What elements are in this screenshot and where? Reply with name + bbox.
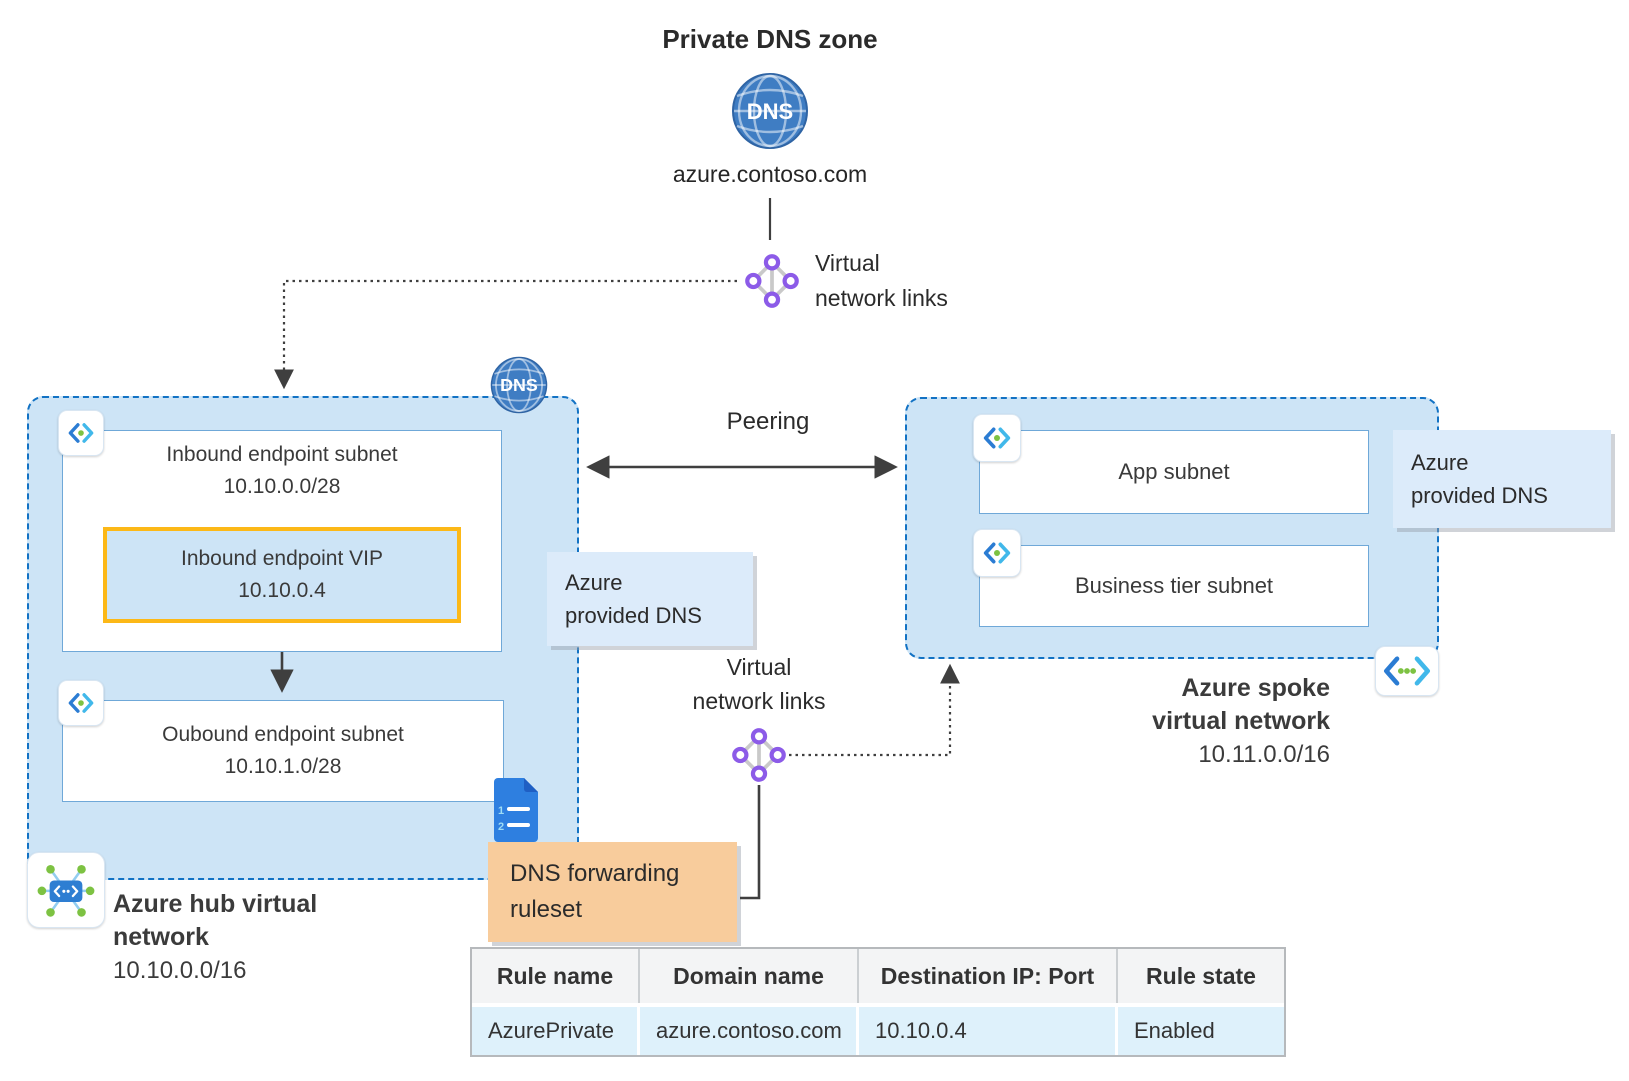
hub-vnet-label: Azure hub virtual network 10.10.0.0/16 <box>113 888 317 987</box>
vip-ip: 10.10.0.4 <box>238 579 326 602</box>
inbound-subnet-name: Inbound endpoint subnet <box>166 443 398 466</box>
spoke-virtual-network-icon <box>1375 646 1439 696</box>
subnet-icon <box>973 529 1021 577</box>
dns-forwarding-ruleset-icon: 1 2 <box>490 778 538 842</box>
col-header-domain-name: Domain name <box>640 949 859 1003</box>
azure-provided-dns-left-panel: Azure provided DNS <box>547 552 753 646</box>
app-subnet-box: App subnet <box>979 430 1369 514</box>
virtual-network-links-bottom-icon <box>731 727 787 783</box>
virtual-network-links-bottom-label: Virtual network links <box>692 654 826 714</box>
spoke-vnet-label: Azure spoke virtual network 10.11.0.0/16 <box>1030 672 1330 771</box>
cell-rule-name: AzurePrivate <box>472 1003 640 1055</box>
hub-dns-globe-icon: DNS <box>490 356 548 414</box>
virtual-network-links-top-icon <box>744 253 800 309</box>
col-header-rule-name: Rule name <box>472 949 640 1003</box>
dns-zone-globe-icon: DNS <box>731 72 809 150</box>
outbound-endpoint-subnet-box: Oubound endpoint subnet 10.10.1.0/28 <box>62 700 504 802</box>
subnet-icon <box>973 414 1021 462</box>
hub-vnet-cidr: 10.10.0.0/16 <box>113 957 247 984</box>
inbound-endpoint-vip-box: Inbound endpoint VIP 10.10.0.4 <box>103 527 461 623</box>
col-header-rule-state: Rule state <box>1118 949 1284 1003</box>
business-tier-subnet-box: Business tier subnet <box>979 545 1369 627</box>
outbound-subnet-cidr: 10.10.1.0/28 <box>224 755 342 778</box>
table-row: AzurePrivate azure.contoso.com 10.10.0.4… <box>472 1003 1284 1055</box>
cell-destination: 10.10.0.4 <box>859 1003 1118 1055</box>
inbound-subnet-cidr: 10.10.0.0/28 <box>223 475 341 498</box>
col-header-destination: Destination IP: Port <box>859 949 1118 1003</box>
forwarding-rules-table: Rule name Domain name Destination IP: Po… <box>470 947 1286 1057</box>
table-header-row: Rule name Domain name Destination IP: Po… <box>472 949 1284 1003</box>
azure-provided-dns-right-panel: Azure provided DNS <box>1393 430 1611 528</box>
spoke-vnet-cidr: 10.11.0.0/16 <box>1198 741 1330 768</box>
virtual-network-links-top-label: Virtual network links <box>815 250 948 311</box>
dns-forwarding-ruleset-panel: DNS forwarding ruleset <box>488 842 737 942</box>
subnet-icon <box>58 410 104 456</box>
subnet-icon <box>58 680 104 726</box>
links-to-ruleset-line <box>740 785 761 900</box>
peering-label: Peering <box>726 408 810 435</box>
cell-rule-state: Enabled <box>1118 1003 1284 1055</box>
outbound-subnet-name: Oubound endpoint subnet <box>162 723 404 746</box>
svg-text:2: 2 <box>498 821 504 833</box>
dns-zone-globe-label: DNS <box>747 99 793 124</box>
hub-dns-globe-label: DNS <box>500 375 538 395</box>
page-title: Private DNS zone <box>662 24 878 54</box>
cell-domain-name: azure.contoso.com <box>640 1003 859 1055</box>
hub-virtual-network-icon <box>27 852 105 928</box>
dns-zone-domain: azure.contoso.com <box>672 161 868 187</box>
svg-text:1: 1 <box>498 805 504 817</box>
vip-name: Inbound endpoint VIP <box>180 547 383 570</box>
